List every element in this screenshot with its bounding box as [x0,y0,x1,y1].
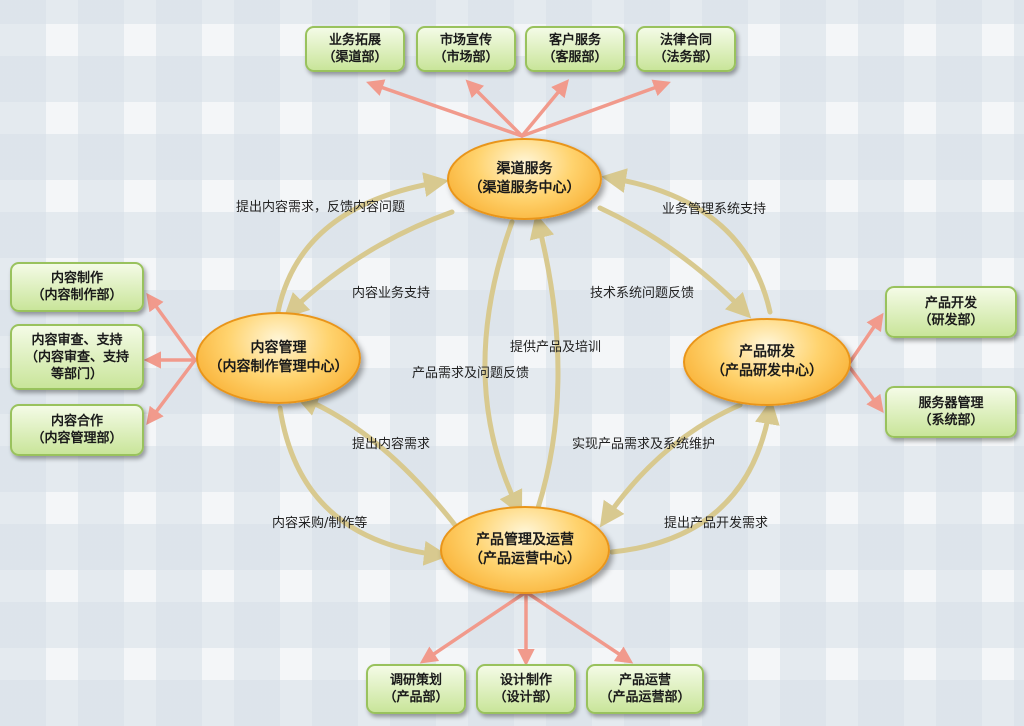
box-name: 调研策划 [389,673,442,688]
branch-arrow-to-legal [520,79,671,138]
flow-arrow-channel-to-ops [482,219,523,517]
hub-channel-dept: （渠道服务中心） [468,180,581,196]
flow-label-ops-to-content: 提出内容需求 [352,437,431,452]
box-name: 业务拓展 [328,33,381,48]
flow-arrow-ops-to-rd [609,399,780,555]
box-dept: （法务部） [653,50,719,65]
flow-label-channel-to-rd: 技术系统问题反馈 [590,286,695,301]
box-dept: （内容管理部） [31,431,123,446]
box-dept: （设计部） [493,690,559,705]
flow-label-ops-to-channel: 产品需求及问题反馈 [412,366,530,381]
box-name: 客户服务 [548,33,601,48]
flow-label-channel-to-content: 内容业务支持 [352,286,431,301]
box-dept: （内容审查、支持 [24,349,129,365]
box-dept: （内容制作部） [31,288,123,303]
box-dept: （研发部） [918,313,984,328]
branch-arrow-to-product-dev [846,312,884,367]
hub-product-operations: 产品管理及运营 （产品运营中心） [440,506,610,594]
hub-product-rd: 产品研发 （产品研发中心） [683,318,851,406]
hub-ops-name: 产品管理及运营 [476,532,574,548]
flow-arrow-channel-to-rd [597,205,752,319]
box-name: 市场宣传 [439,33,492,48]
box-dept: （产品部） [383,690,449,705]
hub-rd-dept: （产品研发中心） [711,363,823,379]
box-name: 法律合同 [659,33,712,48]
flow-arrow-ops-to-channel [529,213,561,511]
box-name: 服务器管理 [918,396,984,411]
hub-rd-name: 产品研发 [739,344,795,360]
flow-label-rd-to-ops: 实现产品需求及系统维护 [572,437,716,452]
branch-arrow-to-product-ops [524,590,634,664]
branch-arrow-to-business [366,79,524,138]
box-server-management: 服务器管理 （系统部） [885,386,1017,438]
hub-ops-dept: （产品运营中心） [469,551,581,567]
box-name: 内容制作 [50,271,103,286]
flow-arrow-content-to-channel [275,172,449,315]
flow-label-ops-to-rd: 提出产品开发需求 [664,516,769,531]
box-business-expansion: 业务拓展 （渠道部） [305,26,405,72]
hub-channel-service: 渠道服务 （渠道服务中心） [447,138,602,220]
branch-arrow-to-customer-service [520,79,570,138]
flow-arrow-ops-to-content [293,392,458,528]
box-name: 内容审查、支持 [31,332,123,348]
hub-content-dept: （内容制作管理中心） [208,359,349,375]
flow-arrow-content-to-ops [277,405,449,566]
flow-arrow-rd-to-channel [601,168,773,315]
hub-content-management: 内容管理 （内容制作管理中心） [196,312,361,404]
flow-label-channel-to-ops: 提供产品及培训 [510,340,602,355]
box-product-development: 产品开发 （研发部） [885,286,1017,338]
box-legal-contract: 法律合同 （法务部） [636,26,736,72]
flow-label-rd-to-channel: 业务管理系统支持 [662,202,767,217]
flow-arrow-rd-to-ops [599,402,743,528]
box-name: 产品开发 [924,296,977,311]
flow-label-content-to-channel: 提出内容需求，反馈内容问题 [236,200,406,215]
box-content-cooperation: 内容合作 （内容管理部） [10,404,144,456]
box-name: 设计制作 [499,673,552,688]
box-dept: （渠道部） [322,50,388,65]
branch-arrow-to-research [419,590,528,664]
box-dept-line2: 等部门） [50,366,103,382]
branch-arrow-to-server-mgmt [846,363,884,414]
box-dept: （客服部） [542,50,608,65]
box-dept: （系统部） [918,413,984,428]
branch-arrow-to-marketing [465,79,524,138]
box-design-production: 设计制作 （设计部） [476,664,576,714]
hub-channel-name: 渠道服务 [496,161,553,177]
flow-arrow-channel-to-content [283,209,455,319]
box-product-operation: 产品运营 （产品运营部） [586,664,704,714]
branch-arrow-to-content-cooperation [146,358,197,426]
hub-content-name: 内容管理 [250,340,307,356]
box-dept: （市场部） [433,50,499,65]
box-name: 产品运营 [618,673,671,688]
box-content-production: 内容制作 （内容制作部） [10,262,144,312]
box-customer-service: 客户服务 （客服部） [525,26,625,72]
box-name: 内容合作 [50,414,103,429]
box-dept: （产品运营部） [599,690,691,705]
box-research-planning: 调研策划 （产品部） [366,664,466,714]
box-content-review: 内容审查、支持 （内容审查、支持 等部门） [10,324,144,390]
flow-label-content-to-ops: 内容采购/制作等 [272,516,368,531]
branch-arrow-to-content-production [146,292,197,362]
box-marketing: 市场宣传 （市场部） [416,26,516,72]
